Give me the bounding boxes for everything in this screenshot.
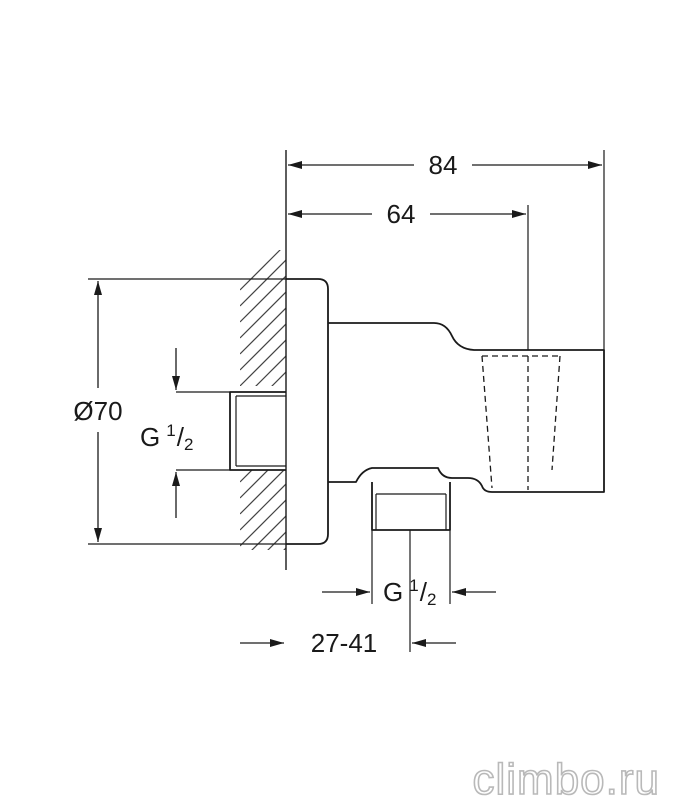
- wall-thread-num: 1: [166, 421, 175, 440]
- dimension-overall-length: 84: [288, 150, 602, 180]
- outlet-thread-main: G: [383, 577, 403, 607]
- outlet-thread-num: 1: [409, 576, 418, 595]
- wall-thread-den: 2: [184, 435, 193, 454]
- flange-outline: [286, 278, 329, 545]
- dimension-diameter: Ø70: [73, 281, 123, 542]
- dimension-wall-depth: 27-41: [240, 628, 456, 658]
- dim-84-label: 84: [429, 150, 458, 180]
- dimension-outlet-axis: 64: [288, 199, 526, 229]
- hidden-holder-cone: [481, 355, 561, 490]
- outlet-thread-outline: [371, 482, 451, 531]
- thread-hole-mask: [236, 386, 286, 470]
- watermark-text: climbo.ru: [473, 755, 661, 804]
- wall-thread-outline: [229, 391, 286, 471]
- main-body-outline: [328, 322, 605, 493]
- dim-64-label: 64: [387, 199, 416, 229]
- extension-lines: [88, 150, 605, 652]
- dim-diameter-label: Ø70: [73, 396, 122, 426]
- wall-outlet-body: [229, 278, 605, 545]
- wall-thread-main: G: [140, 422, 160, 452]
- outlet-thread-den: 2: [427, 590, 436, 609]
- dim-wall-depth-label: 27-41: [311, 628, 378, 658]
